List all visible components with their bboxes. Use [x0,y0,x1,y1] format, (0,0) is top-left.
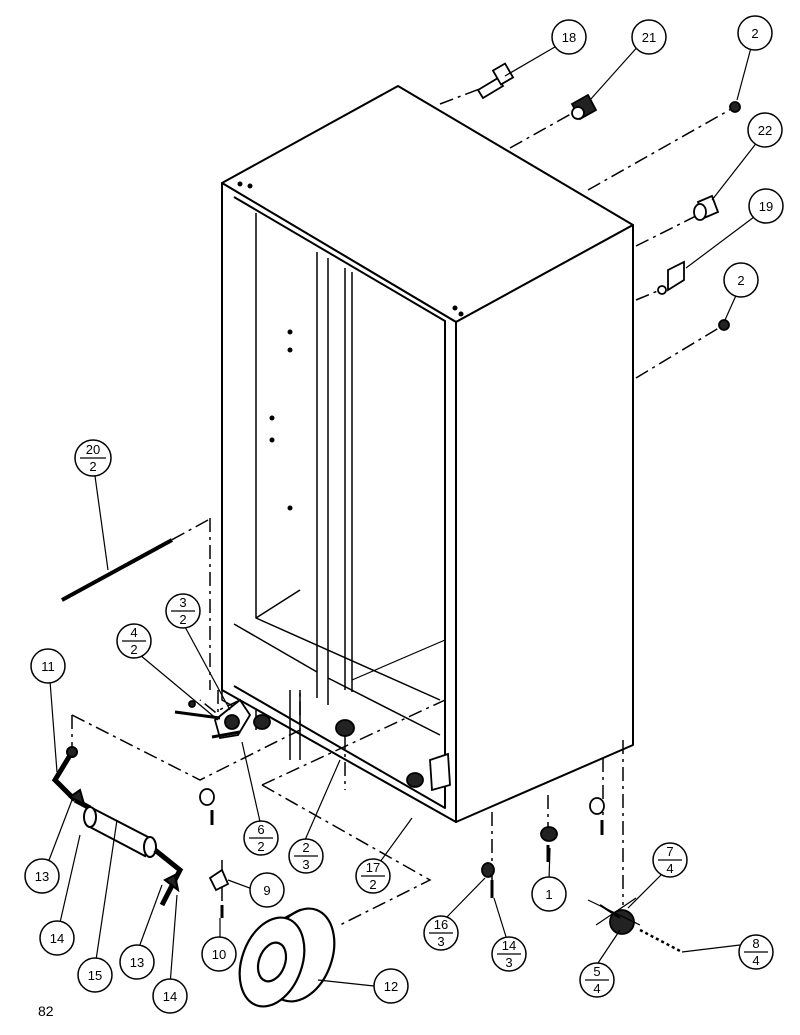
part-19-bracket [657,260,685,295]
callout-14-3: 14 3 [491,936,527,972]
svg-text:4: 4 [130,625,137,640]
callout-19: 19 [748,188,784,224]
callout-2-top: 2 [737,15,773,51]
svg-text:14: 14 [163,989,177,1004]
svg-text:2: 2 [737,273,744,288]
svg-text:2: 2 [257,839,264,854]
callout-8-4: 8 4 [738,934,774,970]
svg-text:21: 21 [642,30,656,45]
svg-text:15: 15 [88,968,102,983]
foot-right [406,772,424,788]
svg-text:2: 2 [751,26,758,41]
cross-marker [587,897,641,926]
svg-text:9: 9 [263,883,270,898]
svg-text:19: 19 [759,199,773,214]
svg-text:2: 2 [130,642,137,657]
callout-13-left: 13 [24,858,60,894]
callout-4-2: 4 2 [116,623,152,659]
part-21-nut [570,93,598,121]
page-number: 82 [38,1003,54,1019]
svg-text:10: 10 [212,947,226,962]
svg-text:2: 2 [179,612,186,627]
part-2-washer-top [729,101,741,113]
svg-text:4: 4 [593,981,600,996]
svg-text:20: 20 [86,442,100,457]
callout-9: 9 [249,872,285,908]
callout-12: 12 [373,968,409,1004]
cabinet [221,85,634,823]
nut-16 [481,862,495,878]
callouts: 18 21 2 22 19 2 11 1 [24,15,784,1014]
callout-18: 18 [551,19,587,55]
part-2-washer-mid [718,319,730,331]
callout-10: 10 [201,936,237,972]
callout-6-2: 6 2 [243,820,279,856]
svg-text:17: 17 [366,860,380,875]
svg-text:2: 2 [369,877,376,892]
callout-20-2: 20 2 [74,439,112,477]
part-9-clip [208,868,230,892]
callout-3-2: 3 2 [165,593,201,629]
part-20-rod [61,538,173,602]
svg-text:2: 2 [302,840,309,855]
svg-text:5: 5 [593,964,600,979]
nut-left [199,788,215,806]
callout-2-mid: 2 [723,262,759,298]
callout-14-right: 14 [152,978,188,1014]
svg-text:13: 13 [130,955,144,970]
foot-center [335,719,355,737]
part-8-screw [639,928,683,954]
svg-text:8: 8 [752,936,759,951]
foot-left [253,714,271,730]
callout-13-right: 13 [119,944,155,980]
svg-text:18: 18 [562,30,576,45]
part-3-4-bracket [174,698,252,740]
svg-text:4: 4 [666,861,673,876]
svg-text:3: 3 [179,595,186,610]
svg-text:14: 14 [502,938,516,953]
callout-21: 21 [631,19,667,55]
nut-right [589,797,605,815]
svg-text:3: 3 [302,857,309,872]
drain-tube-assembly [51,746,184,907]
part-1-foot [540,826,558,842]
part-22-plug [693,194,720,221]
svg-text:6: 6 [257,822,264,837]
part-18-bolt [476,62,515,100]
hardware-parts [61,62,741,954]
svg-text:7: 7 [666,844,673,859]
svg-text:11: 11 [41,659,55,674]
callout-2-3: 2 3 [288,838,324,874]
svg-text:14: 14 [50,931,64,946]
svg-text:12: 12 [384,979,398,994]
callout-16-3: 16 3 [423,915,459,951]
svg-text:3: 3 [437,934,444,949]
callout-17-2: 17 2 [355,858,391,894]
svg-text:4: 4 [752,953,759,968]
svg-text:2: 2 [89,459,96,474]
callout-5-4: 5 4 [579,962,615,998]
callout-22: 22 [747,112,783,148]
svg-text:3: 3 [505,955,512,970]
svg-text:1: 1 [545,887,552,902]
callout-11: 11 [30,648,66,684]
corner-bracket [429,752,451,792]
callout-14-left: 14 [39,920,75,956]
part-12-coil [238,907,336,1008]
svg-text:13: 13 [35,869,49,884]
callout-15: 15 [77,957,113,993]
svg-text:22: 22 [758,123,772,138]
callout-1: 1 [531,876,567,912]
callout-7-4: 7 4 [652,842,688,878]
svg-text:16: 16 [434,917,448,932]
